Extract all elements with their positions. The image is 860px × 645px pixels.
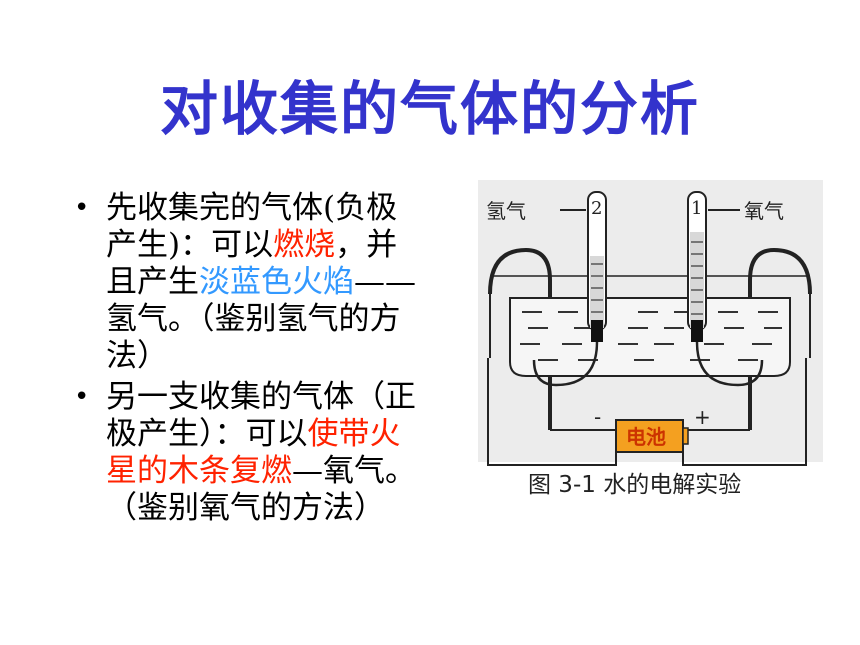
tube-number-right: 1: [691, 198, 702, 219]
label-oxygen: 氧气: [744, 199, 784, 223]
bullet-text: 另一支收集的气体（正极产生）：可以: [106, 379, 416, 452]
highlight-flame: 淡蓝色火焰: [199, 264, 354, 300]
bullet-text: 先收集完的气体(负极产生)：可以: [106, 190, 398, 263]
bullet-list: • 先收集完的气体(负极产生)：可以燃烧，并且产生淡蓝色火焰——氢气。（鉴别氢气…: [66, 190, 426, 531]
figure-caption: 图 3-1 水的电解实验: [528, 472, 742, 498]
bullet-oxygen: • 另一支收集的气体（正极产生）：可以使带火星的木条复燃—氧气。（鉴别氧气的方法…: [66, 379, 426, 527]
bullet-text: ——氢气。（鉴别氢气的方法）: [106, 264, 416, 374]
highlight-burn: 燃烧: [273, 227, 336, 263]
plus-sign: +: [694, 405, 711, 429]
bullet-dot-icon: •: [74, 193, 90, 223]
battery-label: 电池: [626, 425, 666, 449]
electrolysis-diagram: 氢气 氧气 2 1 - + 电池: [478, 180, 823, 466]
tube-number-left: 2: [591, 198, 602, 219]
bullet-text: ，并且产生: [106, 227, 398, 300]
battery-icon: [615, 419, 684, 453]
bullet-hydrogen: • 先收集完的气体(负极产生)：可以燃烧，并且产生淡蓝色火焰——氢气。（鉴别氢气…: [66, 190, 426, 375]
bullet-text: —氧气。（鉴别氧气的方法）: [106, 453, 416, 526]
highlight-rekindle: 使带火星的木条复燃: [106, 416, 401, 489]
label-hydrogen: 氢气: [486, 199, 526, 223]
slide-title: 对收集的气体的分析: [159, 75, 700, 143]
bullet-dot-icon: •: [74, 382, 90, 412]
minus-sign: -: [594, 405, 601, 429]
